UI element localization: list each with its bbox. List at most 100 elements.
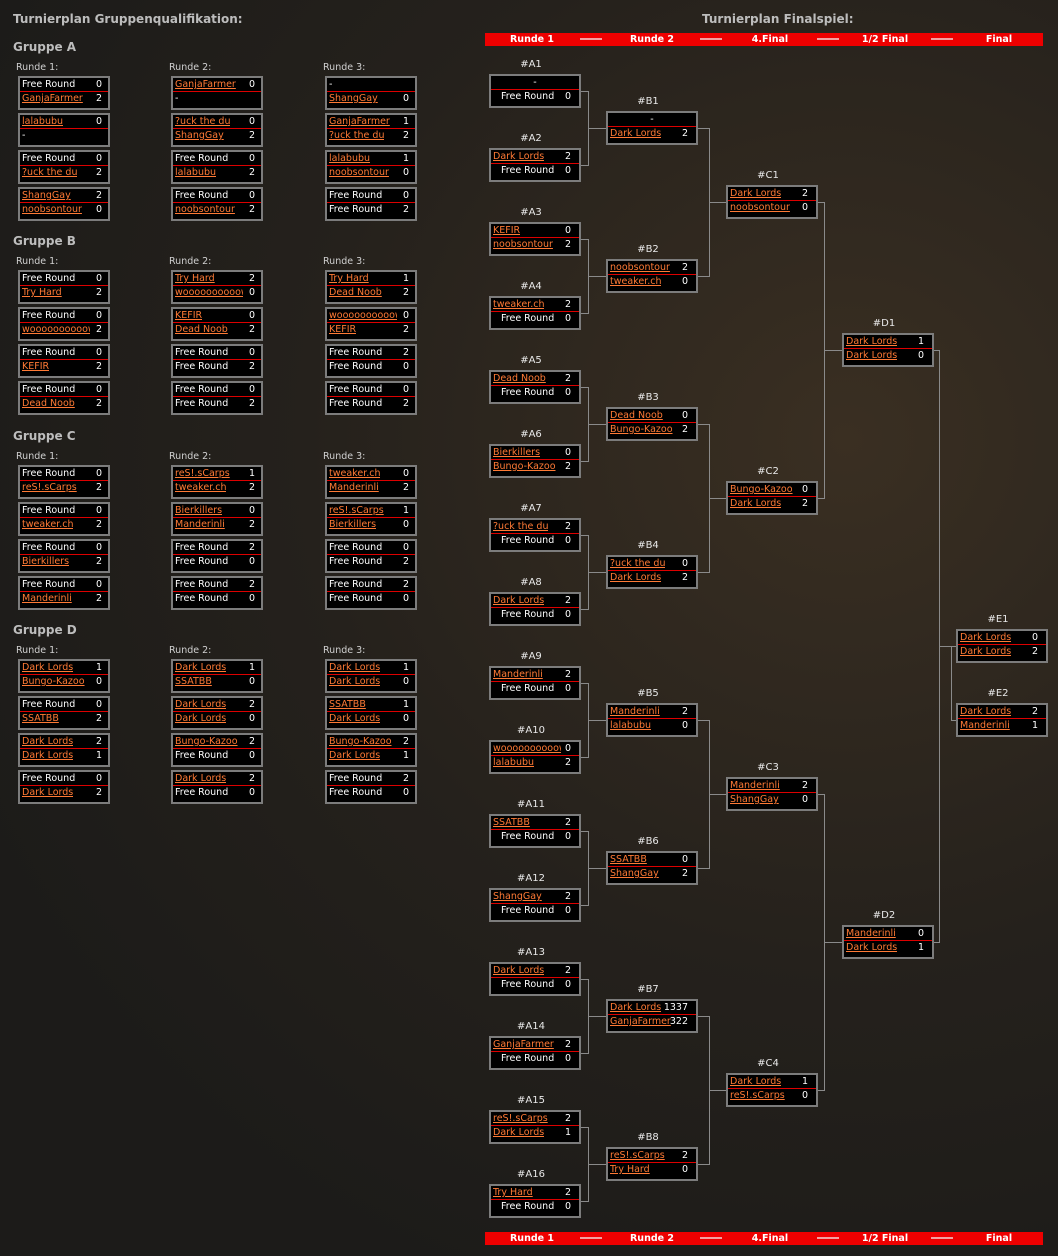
team-link[interactable]: Try Hard [329, 273, 369, 284]
team-link[interactable]: Dark Lords [846, 942, 898, 953]
team-link[interactable]: Dark Lords [610, 128, 662, 139]
team-link[interactable]: reS!.sCarps [493, 1113, 548, 1124]
team-link[interactable]: Dark Lords [329, 662, 381, 673]
team-link[interactable]: Dark Lords [175, 713, 227, 724]
team-link[interactable]: Dark Lords [22, 787, 74, 798]
team-link[interactable]: Bungo-Kazoo [610, 424, 673, 435]
team-link[interactable]: Try Hard [610, 1164, 650, 1175]
team-link[interactable]: tweaker.ch [329, 468, 381, 479]
team-link[interactable]: noobsontour [730, 202, 790, 213]
team-link[interactable]: GanjaFarmer [610, 1016, 671, 1027]
team-link[interactable]: ShangGay [175, 130, 224, 141]
team-link[interactable]: Manderinli [846, 928, 896, 939]
team-link[interactable]: Bierkillers [22, 556, 70, 567]
team-link[interactable]: ShangGay [730, 794, 779, 805]
team-link[interactable]: lalabubu [175, 167, 217, 178]
team-link[interactable]: Manderinli [22, 593, 72, 604]
team-link[interactable]: noobsontour [610, 262, 670, 273]
team-link[interactable]: Manderinli [610, 706, 660, 717]
team-link[interactable]: Dark Lords [960, 646, 1012, 657]
team-link[interactable]: noobsontour [493, 239, 553, 250]
team-link[interactable]: Dark Lords [175, 773, 227, 784]
team-link[interactable]: Manderinli [175, 519, 225, 530]
team-link[interactable]: GanjaFarmer [493, 1039, 554, 1050]
team-link[interactable]: Try Hard [493, 1187, 533, 1198]
team-link[interactable]: SSATBB [175, 676, 212, 687]
team-link[interactable]: tweaker.ch [175, 482, 227, 493]
team-link[interactable]: lalabubu [22, 116, 64, 127]
team-link[interactable]: KEFIR [175, 310, 203, 321]
team-link[interactable]: Manderinli [329, 482, 379, 493]
team-link[interactable]: Dark Lords [329, 713, 381, 724]
team-link[interactable]: Dark Lords [846, 336, 898, 347]
team-link[interactable]: GanjaFarmer [175, 79, 236, 90]
team-link[interactable]: woooooooooow [175, 287, 243, 298]
team-link[interactable]: KEFIR [22, 361, 50, 372]
team-link[interactable]: Dark Lords [730, 188, 782, 199]
team-link[interactable]: Dead Noob [175, 324, 228, 335]
team-link[interactable]: tweaker.ch [493, 299, 545, 310]
team-link[interactable]: lalabubu [610, 720, 652, 731]
team-link[interactable]: Dark Lords [22, 750, 74, 761]
team-link[interactable]: Bierkillers [175, 505, 223, 516]
team-link[interactable]: Bungo-Kazoo [175, 736, 238, 747]
team-link[interactable]: Dark Lords [22, 736, 74, 747]
team-link[interactable]: Dark Lords [610, 572, 662, 583]
team-link[interactable]: Manderinli [493, 669, 543, 680]
team-link[interactable]: Bungo-Kazoo [730, 484, 793, 495]
team-link[interactable]: Dark Lords [730, 1076, 782, 1087]
team-link[interactable]: Try Hard [175, 273, 215, 284]
team-link[interactable]: reS!.sCarps [175, 468, 230, 479]
team-link[interactable]: Dark Lords [610, 1002, 662, 1013]
team-link[interactable]: lalabubu [329, 153, 371, 164]
team-link[interactable]: Dead Noob [493, 373, 546, 384]
team-link[interactable]: reS!.sCarps [22, 482, 77, 493]
team-link[interactable]: reS!.sCarps [329, 505, 384, 516]
team-link[interactable]: Dead Noob [329, 287, 382, 298]
team-link[interactable]: lalabubu [493, 757, 535, 768]
team-link[interactable]: reS!.sCarps [730, 1090, 785, 1101]
team-link[interactable]: Dark Lords [846, 350, 898, 361]
team-link[interactable]: KEFIR [493, 225, 521, 236]
team-link[interactable]: Dark Lords [493, 965, 545, 976]
team-link[interactable]: tweaker.ch [22, 519, 74, 530]
team-link[interactable]: ShangGay [493, 891, 542, 902]
team-link[interactable]: Dark Lords [493, 1127, 545, 1138]
team-link[interactable]: ShangGay [22, 190, 71, 201]
team-link[interactable]: Dark Lords [175, 662, 227, 673]
team-link[interactable]: ?uck the du [329, 130, 385, 141]
team-link[interactable]: SSATBB [610, 854, 647, 865]
team-link[interactable]: noobsontour [22, 204, 82, 215]
team-link[interactable]: noobsontour [175, 204, 235, 215]
team-link[interactable]: ShangGay [329, 93, 378, 104]
team-link[interactable]: ?uck the du [610, 558, 666, 569]
team-link[interactable]: SSATBB [493, 817, 530, 828]
team-link[interactable]: woooooooooow [22, 324, 90, 335]
team-link[interactable]: tweaker.ch [610, 276, 662, 287]
team-link[interactable]: Manderinli [730, 780, 780, 791]
team-link[interactable]: Bierkillers [329, 519, 377, 530]
team-link[interactable]: ShangGay [610, 868, 659, 879]
team-link[interactable]: GanjaFarmer [329, 116, 390, 127]
team-link[interactable]: Bungo-Kazoo [493, 461, 556, 472]
team-link[interactable]: KEFIR [329, 324, 357, 335]
team-link[interactable]: GanjaFarmer [22, 93, 83, 104]
team-link[interactable]: Dark Lords [493, 151, 545, 162]
team-link[interactable]: Dead Noob [610, 410, 663, 421]
team-link[interactable]: ?uck the du [493, 521, 549, 532]
team-link[interactable]: Dark Lords [22, 662, 74, 673]
team-link[interactable]: Dark Lords [329, 750, 381, 761]
team-link[interactable]: SSATBB [329, 699, 366, 710]
team-link[interactable]: noobsontour [329, 167, 389, 178]
team-link[interactable]: ?uck the du [175, 116, 231, 127]
team-link[interactable]: Dark Lords [493, 595, 545, 606]
team-link[interactable]: woooooooooow [329, 310, 397, 321]
team-link[interactable]: Dark Lords [329, 676, 381, 687]
team-link[interactable]: Dark Lords [175, 699, 227, 710]
team-link[interactable]: Manderinli [960, 720, 1010, 731]
team-link[interactable]: reS!.sCarps [610, 1150, 665, 1161]
team-link[interactable]: woooooooooow [493, 743, 561, 754]
team-link[interactable]: Dark Lords [960, 632, 1012, 643]
team-link[interactable]: Dark Lords [960, 706, 1012, 717]
team-link[interactable]: Bungo-Kazoo [329, 736, 392, 747]
